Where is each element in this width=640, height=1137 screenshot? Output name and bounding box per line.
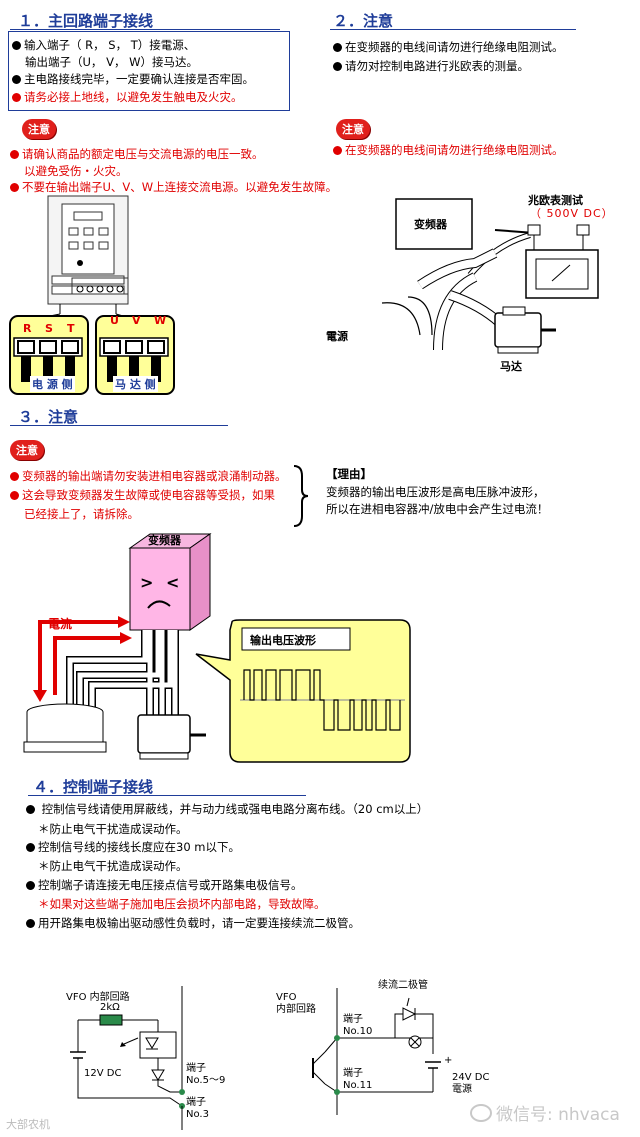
megger-label: 兆欧表测试: [528, 194, 583, 207]
s3-caution-badge: 注意: [10, 440, 44, 460]
terminal-s-label: S: [45, 322, 53, 335]
brace-icon: [293, 465, 309, 527]
reason-line2: 所以在进相电容器冲/放电中会产生过电流！: [326, 502, 549, 516]
terminal-u-label: U: [110, 314, 119, 327]
s1-caution-line2: 以避免受伤・火灾。: [24, 164, 128, 178]
waveform-label: 输出电压波形: [250, 634, 316, 647]
current-label: 電流: [48, 617, 73, 631]
s4-line3-note: ＊如果对这些端子施加电压会损坏内部电路，导致故障。: [38, 897, 326, 911]
megger-diagram: [381, 198, 599, 354]
s4-line1: 控制信号线请使用屏蔽线，并与动力线或强电电路分离布线。（20 cm以上）: [26, 800, 428, 818]
bullet-icon: [12, 75, 21, 84]
bullet-icon: [26, 881, 35, 890]
power-label: 電源: [326, 330, 348, 343]
wechat-icon: [470, 1104, 492, 1122]
bullet-icon: [10, 183, 19, 192]
s2-caution-line1: 在变频器的电线间请勿进行绝缘电阻测试。: [333, 141, 564, 159]
motor-side-label: 马 达 侧: [113, 376, 158, 392]
circuit-diagram-2: [312, 988, 441, 1115]
terminal-v-label: V: [132, 314, 141, 327]
s2-inverter-label: 变频器: [414, 218, 447, 231]
s1-caution-badge: 注意: [22, 119, 56, 139]
bullet-icon: [10, 150, 19, 159]
bullet-icon: [12, 93, 21, 102]
section1-title: １．主回路端子接线: [18, 12, 154, 30]
bullet-icon: [333, 62, 342, 71]
section4-title: ４．控制端子接线: [33, 778, 154, 796]
reason-title: 【理由】: [326, 467, 372, 481]
circ1-resistor-label: 2kΩ: [100, 1002, 120, 1013]
circuit-diagram-1: [70, 986, 185, 1130]
circ1-title: VFO 内部回路: [66, 992, 130, 1003]
power-side-label: 电 源 侧: [30, 376, 75, 392]
capacitor-diagram: > <: [23, 533, 411, 763]
s1-line1: 输入端子（ R， S， T）接電源、: [12, 36, 195, 54]
svg-text:<: <: [166, 573, 179, 592]
s1-line4: 请务必接上地线，以避免发生触电及火灾。: [12, 88, 243, 106]
s2-line2: 请勿对控制电路进行兆欧表的测量。: [333, 57, 529, 75]
reason-line1: 变频器的输出电压波形是高电压脉冲波形，: [326, 485, 545, 499]
footer-right-watermark: 微信号: nhvaca: [470, 1100, 620, 1125]
s2-line1: 在变频器的电线间请勿进行绝缘电阻测试。: [333, 38, 564, 56]
s4-line3: 控制端子请连接无电压接点信号或开路集电极信号。: [26, 876, 303, 894]
s3-caution-line1: 变频器的输出端请勿安装进相电容器或浪涌制动器。: [10, 467, 287, 485]
section3-title: ３．注意: [18, 408, 79, 426]
section3-underline: [10, 425, 228, 426]
circ2-plus: +: [444, 1055, 453, 1066]
section1-box: [8, 31, 290, 111]
s1-line3: 主电路接线完毕，一定要确认连接是否牢固。: [12, 70, 254, 88]
bullet-icon: [26, 843, 35, 852]
bullet-icon: [333, 43, 342, 52]
s1-caution-line1: 请确认商品的额定电压与交流电源的电压一致。: [10, 145, 264, 163]
circ1-voltage-label: 12V DC: [84, 1068, 122, 1079]
section2-underline: [330, 29, 576, 30]
section1-underline: [10, 29, 280, 30]
circ2-diode-label: 续流二极管: [378, 980, 428, 991]
bullet-icon: [12, 41, 21, 50]
bullet-icon: [26, 919, 35, 928]
s2-caution-badge: 注意: [336, 119, 370, 139]
bullet-icon: [10, 472, 19, 481]
terminal-w-label: W: [154, 314, 167, 327]
motor-label: 马达: [500, 360, 522, 373]
terminal-t-label: T: [67, 322, 75, 335]
megger-voltage-label: （ 500V DC）: [530, 207, 614, 220]
s1-line2: 输出端子（U， V， W）接马达。: [25, 55, 198, 69]
bullet-icon: [10, 491, 19, 500]
terminal-illustration: [9, 195, 175, 395]
s4-line2-note: ＊防止电气干扰造成误动作。: [38, 859, 188, 873]
s3-caution-line3: 已经接上了，请拆除。: [24, 507, 139, 521]
s4-line1-note: ＊防止电气干扰造成误动作。: [38, 822, 188, 836]
s3-inverter-label: 变频器: [148, 534, 181, 547]
s4-line4: 用开路集电极输出驱动感性负载时，请一定要连接续流二极管。: [26, 914, 360, 932]
section4-underline: [28, 795, 306, 796]
section2-title: ２．注意: [333, 12, 394, 30]
bullet-icon: [333, 146, 342, 155]
s3-caution-line2: 这会导致变频器发生故障或使电容器等受损，如果: [10, 486, 275, 504]
s1-caution-line3: 不要在输出端子U、V、W上连接交流电源。以避免发生故障。: [10, 178, 337, 196]
terminal-r-label: R: [23, 322, 32, 335]
s4-line2: 控制信号线的接线长度应在30 m以下。: [26, 838, 240, 856]
footer-left-watermark: 大部农机: [6, 1118, 50, 1131]
bullet-icon: [26, 805, 35, 814]
svg-text:>: >: [140, 573, 153, 592]
